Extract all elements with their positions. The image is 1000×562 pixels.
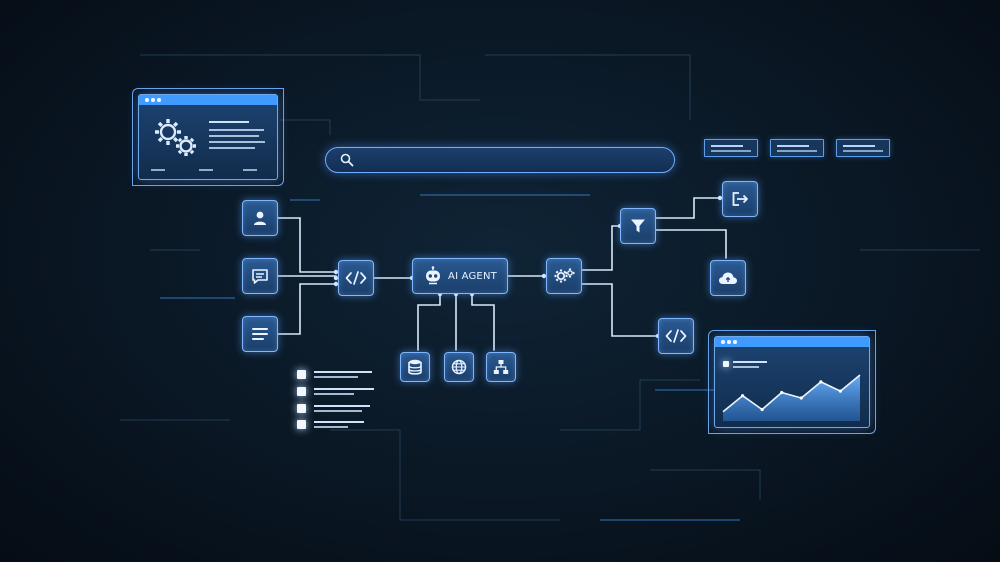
window-bracket: [708, 330, 876, 434]
user-node[interactable]: [242, 200, 278, 236]
code-output-node[interactable]: [658, 318, 694, 354]
ai-agent-label: AI AGENT: [448, 270, 497, 282]
trend-line: [722, 374, 861, 413]
info-tag: [836, 139, 890, 157]
search-icon: [340, 153, 354, 167]
chat-node[interactable]: [242, 258, 278, 294]
gears-icon: [155, 119, 196, 156]
trend-point: [838, 389, 843, 393]
window-bracket: [708, 330, 876, 434]
window-title-bar: [715, 337, 869, 347]
code-icon: [665, 329, 687, 343]
document-node[interactable]: [242, 316, 278, 352]
exit-node[interactable]: [722, 181, 758, 217]
process-node[interactable]: [546, 258, 582, 294]
chart-window: [714, 336, 870, 428]
trend-point: [819, 380, 823, 384]
filter-node[interactable]: [620, 208, 656, 244]
chat-icon: [252, 268, 268, 284]
robot-icon: [426, 266, 441, 285]
filter-icon: [631, 219, 645, 233]
database-icon: [408, 359, 422, 375]
trend-point: [799, 396, 803, 400]
user-icon: [254, 211, 266, 225]
trend-point: [740, 394, 745, 398]
settings-window: [138, 94, 278, 180]
document-lines-icon: [252, 328, 268, 340]
globe-icon: [451, 359, 467, 375]
search-bar[interactable]: [325, 147, 675, 173]
window-title-bar: [139, 95, 277, 105]
trend-chart: [722, 374, 861, 421]
cloud-node[interactable]: [710, 260, 746, 296]
trend-area: [723, 375, 860, 421]
cloud-icon: [719, 272, 737, 284]
info-tag: [704, 139, 758, 157]
gears-icon: [554, 268, 575, 283]
info-tag: [770, 139, 824, 157]
code-node[interactable]: [338, 260, 374, 296]
window-bracket: [132, 88, 284, 186]
code-icon: [345, 271, 367, 285]
ai-agent-node[interactable]: AI AGENT: [412, 258, 508, 294]
trend-point: [780, 390, 784, 395]
window-bracket: [132, 88, 284, 186]
globe-node[interactable]: [444, 352, 474, 382]
database-node[interactable]: [400, 352, 430, 382]
hierarchy-icon: [493, 360, 509, 374]
exit-icon: [732, 192, 748, 206]
trend-point: [760, 407, 764, 412]
hierarchy-node[interactable]: [486, 352, 516, 382]
